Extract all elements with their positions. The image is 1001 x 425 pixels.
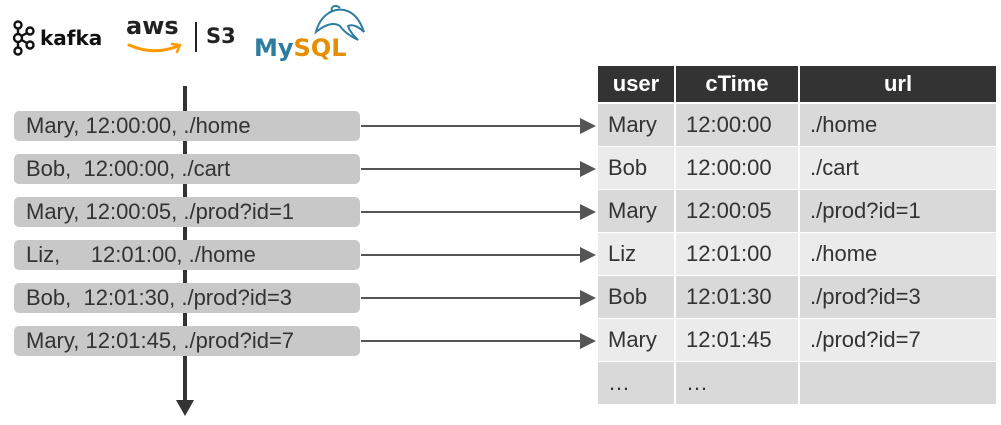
table-cell: Bob	[598, 147, 674, 189]
mysql-label-my: My	[254, 34, 294, 62]
event-record: Liz, 12:01:00, ./home	[14, 240, 360, 270]
table-cell: Liz	[598, 233, 674, 275]
table-cell: ./home	[800, 233, 996, 275]
mysql-label-sql: SQL	[293, 34, 347, 62]
table-cell: ./prod?id=1	[800, 190, 996, 232]
event-record: Bob, 12:01:30, ./prod?id=3	[14, 283, 360, 313]
aws-smile-icon	[127, 42, 182, 54]
logo-divider	[195, 22, 197, 52]
time-axis-arrowhead	[176, 400, 194, 416]
dolphin-icon	[314, 4, 365, 41]
table-cell: …	[676, 362, 798, 404]
kafka-icon	[12, 20, 35, 56]
table-cell: 12:00:00	[676, 147, 798, 189]
table-cell: ./prod?id=3	[800, 276, 996, 318]
table-header-url: url	[800, 66, 996, 102]
kafka-logo: kafka	[10, 18, 102, 58]
table-cell: 12:00:00	[676, 104, 798, 146]
event-record: Mary, 12:00:05, ./prod?id=1	[14, 197, 360, 227]
table-cell: 12:01:00	[676, 233, 798, 275]
table-cell: ./home	[800, 104, 996, 146]
event-record: Bob, 12:00:00, ./cart	[14, 154, 360, 184]
s3-label: S3	[206, 24, 236, 48]
connector-arrows	[361, 118, 596, 349]
mysql-label: MySQL	[254, 34, 347, 62]
table-cell: ./prod?id=7	[800, 319, 996, 361]
table-cell: …	[598, 362, 674, 404]
table-cell: 12:00:05	[676, 190, 798, 232]
table-cell: Mary	[598, 104, 674, 146]
table-cell: 12:01:30	[676, 276, 798, 318]
kafka-label: kafka	[40, 26, 103, 50]
table-cell: Mary	[598, 319, 674, 361]
table-cell: Bob	[598, 276, 674, 318]
table-cell: Mary	[598, 190, 674, 232]
event-record: Mary, 12:01:45, ./prod?id=7	[14, 326, 360, 356]
mysql-logo: MySQL	[254, 2, 369, 62]
table-cell	[800, 362, 996, 404]
aws-label: aws	[126, 12, 179, 40]
aws-logo: aws	[126, 12, 186, 58]
event-record: Mary, 12:00:00, ./home	[14, 111, 360, 141]
table-cell: 12:01:45	[676, 319, 798, 361]
table-cell: ./cart	[800, 147, 996, 189]
table-header-ctime: cTime	[676, 66, 798, 102]
table-header-user: user	[598, 66, 674, 102]
